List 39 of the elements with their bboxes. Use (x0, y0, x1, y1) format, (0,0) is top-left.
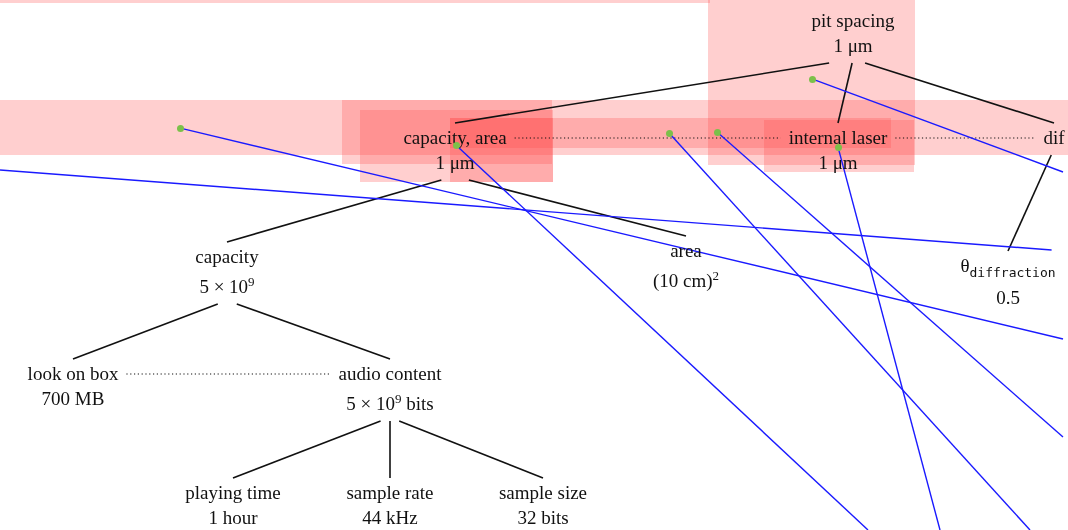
connector-line (454, 62, 830, 124)
quantity-name: look on box (27, 362, 119, 386)
quantity-name: θ$_{diffraction}$ (960, 254, 1056, 282)
connector-line (72, 303, 219, 360)
connector-line (1007, 154, 1053, 252)
quantity-value: 0.5 (996, 285, 1020, 310)
connector-line (226, 179, 443, 243)
marker-dot (665, 129, 673, 137)
quantity-name: internal laser (788, 126, 888, 150)
quantity-name: capacity (195, 245, 259, 269)
marker-dot (808, 75, 816, 83)
quantity-value: 44 kHz (362, 506, 418, 530)
quantity-name: audio content (338, 362, 442, 386)
connector-line (837, 62, 853, 124)
quantity-value: 700 MB (41, 387, 105, 411)
dotted-connector (125, 373, 332, 375)
quantity-name: pit spacing (811, 9, 895, 33)
connector-line (398, 420, 544, 479)
quantity-value: 5 × 10$^{9}$ (199, 273, 255, 300)
connector-line (232, 420, 382, 479)
connector-line (468, 179, 687, 237)
quantity-value: 1 μm (833, 34, 873, 58)
quantity-name: dif (1043, 126, 1065, 150)
quantity-name: sample size (498, 481, 588, 505)
connector-line (389, 420, 391, 479)
quantity-value: (10 cm)$^{2}$ (652, 267, 720, 294)
quantity-name: capacity, area (403, 126, 507, 150)
marker-dot (713, 128, 721, 136)
marker-dot (834, 143, 842, 151)
quantity-name: playing time (185, 481, 281, 505)
connector-line (236, 303, 391, 360)
connector-line (864, 62, 1055, 124)
quantity-value: 1 μm (435, 151, 475, 175)
quantity-value: 1 hour (208, 506, 258, 530)
quantity-value: 5 × 10$^{9}$ bits (346, 390, 434, 417)
marker-dot (452, 141, 460, 149)
quantity-name: sample rate (346, 481, 434, 505)
quantity-value: 32 bits (517, 506, 569, 530)
marker-dot (176, 124, 184, 132)
